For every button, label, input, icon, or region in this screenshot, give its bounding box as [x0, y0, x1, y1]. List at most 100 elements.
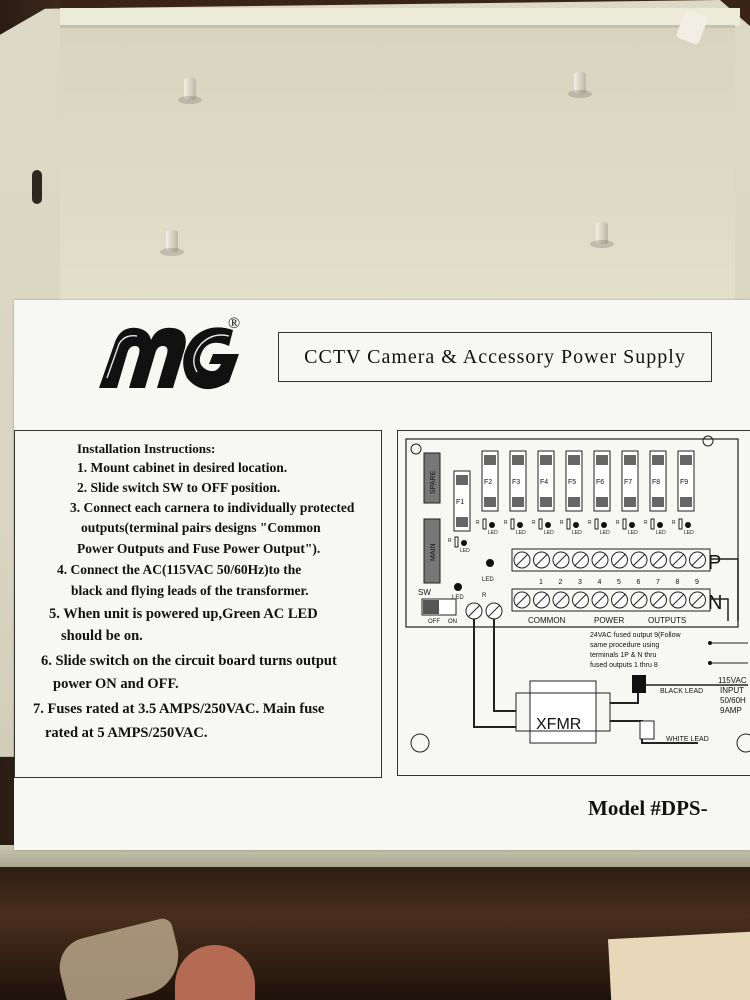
instruction-label — [14, 300, 750, 850]
terminal-number: 5 — [617, 579, 621, 586]
fuse-label: F6 — [596, 479, 604, 486]
terminal-number: 4 — [598, 579, 602, 586]
instructions-heading: Installation Instructions: — [77, 441, 216, 456]
instruction-line: black and flying leads of the transforme… — [71, 583, 309, 598]
label-title-box: CCTV Camera & Accessory Power Supply — [278, 332, 712, 382]
fuse-led — [657, 522, 663, 528]
fuse-led-label: LED — [488, 530, 498, 536]
fuse-led-label: LED — [516, 530, 526, 536]
main-label: MAIN — [430, 544, 437, 562]
fuse-holder — [621, 450, 639, 512]
terminal-number: 6 — [637, 579, 641, 586]
label-title: CCTV Camera & Accessory Power Supply — [304, 345, 686, 368]
instruction-line: 6. Slide switch on the circuit board tur… — [41, 653, 337, 669]
fuse-led — [685, 522, 691, 528]
spare-label: SPARE — [430, 470, 437, 494]
fuse-holder — [649, 450, 667, 512]
black-lead-label: BLACK LEAD — [660, 688, 703, 695]
input-line: 50/60H — [720, 696, 746, 705]
mount-hole — [736, 733, 750, 753]
power-led-label: LED — [482, 577, 494, 583]
fuse-r-label: R — [616, 520, 620, 526]
fuse-holder — [537, 450, 555, 512]
note-line: same procedure using — [590, 642, 659, 649]
cardboard-box — [608, 930, 750, 1000]
standoff-post — [160, 230, 184, 256]
note-line: 24VAC fused output 9(Follow — [590, 632, 681, 639]
fuse-r-label: R — [532, 520, 536, 526]
fuse-holder — [677, 450, 695, 512]
p-label: P — [708, 552, 721, 574]
fuse-holder — [509, 450, 527, 512]
off-label: OFF — [428, 619, 440, 625]
fuse-holder — [565, 450, 583, 512]
transformer — [529, 680, 597, 744]
input-line: INPUT — [720, 686, 744, 695]
input-line: 115VAC — [718, 676, 747, 685]
fuse-led — [573, 522, 579, 528]
fuse-led-label: LED — [656, 530, 666, 536]
fuse-led-label: LED — [600, 530, 610, 536]
standoff-post — [590, 222, 614, 248]
on-label: ON — [448, 619, 457, 625]
fuse-holder — [481, 450, 499, 512]
terminal-screws — [513, 551, 706, 609]
power-label: POWER — [594, 616, 624, 625]
model-number: Model #DPS- — [588, 796, 708, 820]
fuse-led — [517, 522, 523, 528]
white-lead-plug — [639, 720, 655, 740]
cabinet-bottom-rim — [0, 845, 750, 867]
fuse-led-label: LED — [628, 530, 638, 536]
n-label: N — [708, 592, 722, 614]
spare-fuse-holder — [423, 452, 441, 504]
instruction-line: rated at 5 AMPS/250VAC. — [45, 725, 208, 741]
note-line: terminals 1P & N thru — [590, 652, 657, 659]
fuse-r-label: R — [560, 520, 564, 526]
fuse-r-label: R — [476, 520, 480, 526]
fuse-label: F9 — [680, 479, 688, 486]
fuse-label: F8 — [652, 479, 660, 486]
black-lead-plug — [632, 675, 646, 693]
instruction-line: 2. Slide switch SW to OFF position. — [77, 480, 281, 495]
fuse-led-label: LED — [460, 548, 470, 554]
ac-r-label: R — [482, 593, 487, 599]
mount-hole — [410, 443, 422, 455]
fuse-led — [545, 522, 551, 528]
instruction-line: Power Outputs and Fuse Power Output"). — [77, 541, 321, 556]
circuit-board — [405, 438, 739, 628]
fuse-label: F2 — [484, 479, 492, 486]
fuse-led — [629, 522, 635, 528]
cabinet-top-lip — [60, 8, 740, 26]
wire — [473, 619, 516, 728]
instruction-line: 7. Fuses rated at 3.5 AMPS/250VAC. Main … — [33, 701, 325, 717]
fuse-array: F1RLEDF2RLEDF3RLEDF4RLEDF5RLEDF6RLEDF7RL… — [448, 450, 695, 554]
fuse-led — [601, 522, 607, 528]
standoff-post — [568, 72, 592, 98]
note-line: fused outputs 1 thru 8 — [590, 662, 658, 669]
fuse-r-label: R — [644, 520, 648, 526]
fuse-holder — [593, 450, 611, 512]
registered-mark: ® — [228, 315, 241, 332]
fuse-led — [461, 540, 467, 546]
sw-label: SW — [418, 588, 431, 597]
terminal-number: 3 — [578, 579, 582, 586]
fuse-r-label: R — [672, 520, 676, 526]
white-lead-label: WHITE LEAD — [666, 736, 709, 743]
p-terminal-strip — [511, 548, 711, 572]
instruction-line: power ON and OFF. — [53, 676, 179, 692]
instruction-line: outputs(terminal pairs designs "Common — [81, 520, 321, 535]
terminal-number: 7 — [656, 579, 660, 586]
ac-led — [454, 583, 462, 591]
circuit-board-svg: SPARE MAIN F1RLEDF2RLEDF3RLEDF4RLEDF5RLE… — [405, 435, 750, 753]
terminal-number: 9 — [695, 579, 699, 586]
mount-hole — [410, 733, 430, 753]
fuse-label: F4 — [540, 479, 548, 486]
fuse-label: F7 — [624, 479, 632, 486]
instruction-line: 4. Connect the AC(115VAC 50/60Hz)to the — [57, 562, 302, 577]
cabinet-interior — [60, 25, 735, 328]
outputs-label: OUTPUTS — [648, 616, 686, 625]
input-line: 9AMP — [720, 706, 742, 715]
instruction-line: 3. Connect each carnera to individually … — [70, 500, 355, 515]
